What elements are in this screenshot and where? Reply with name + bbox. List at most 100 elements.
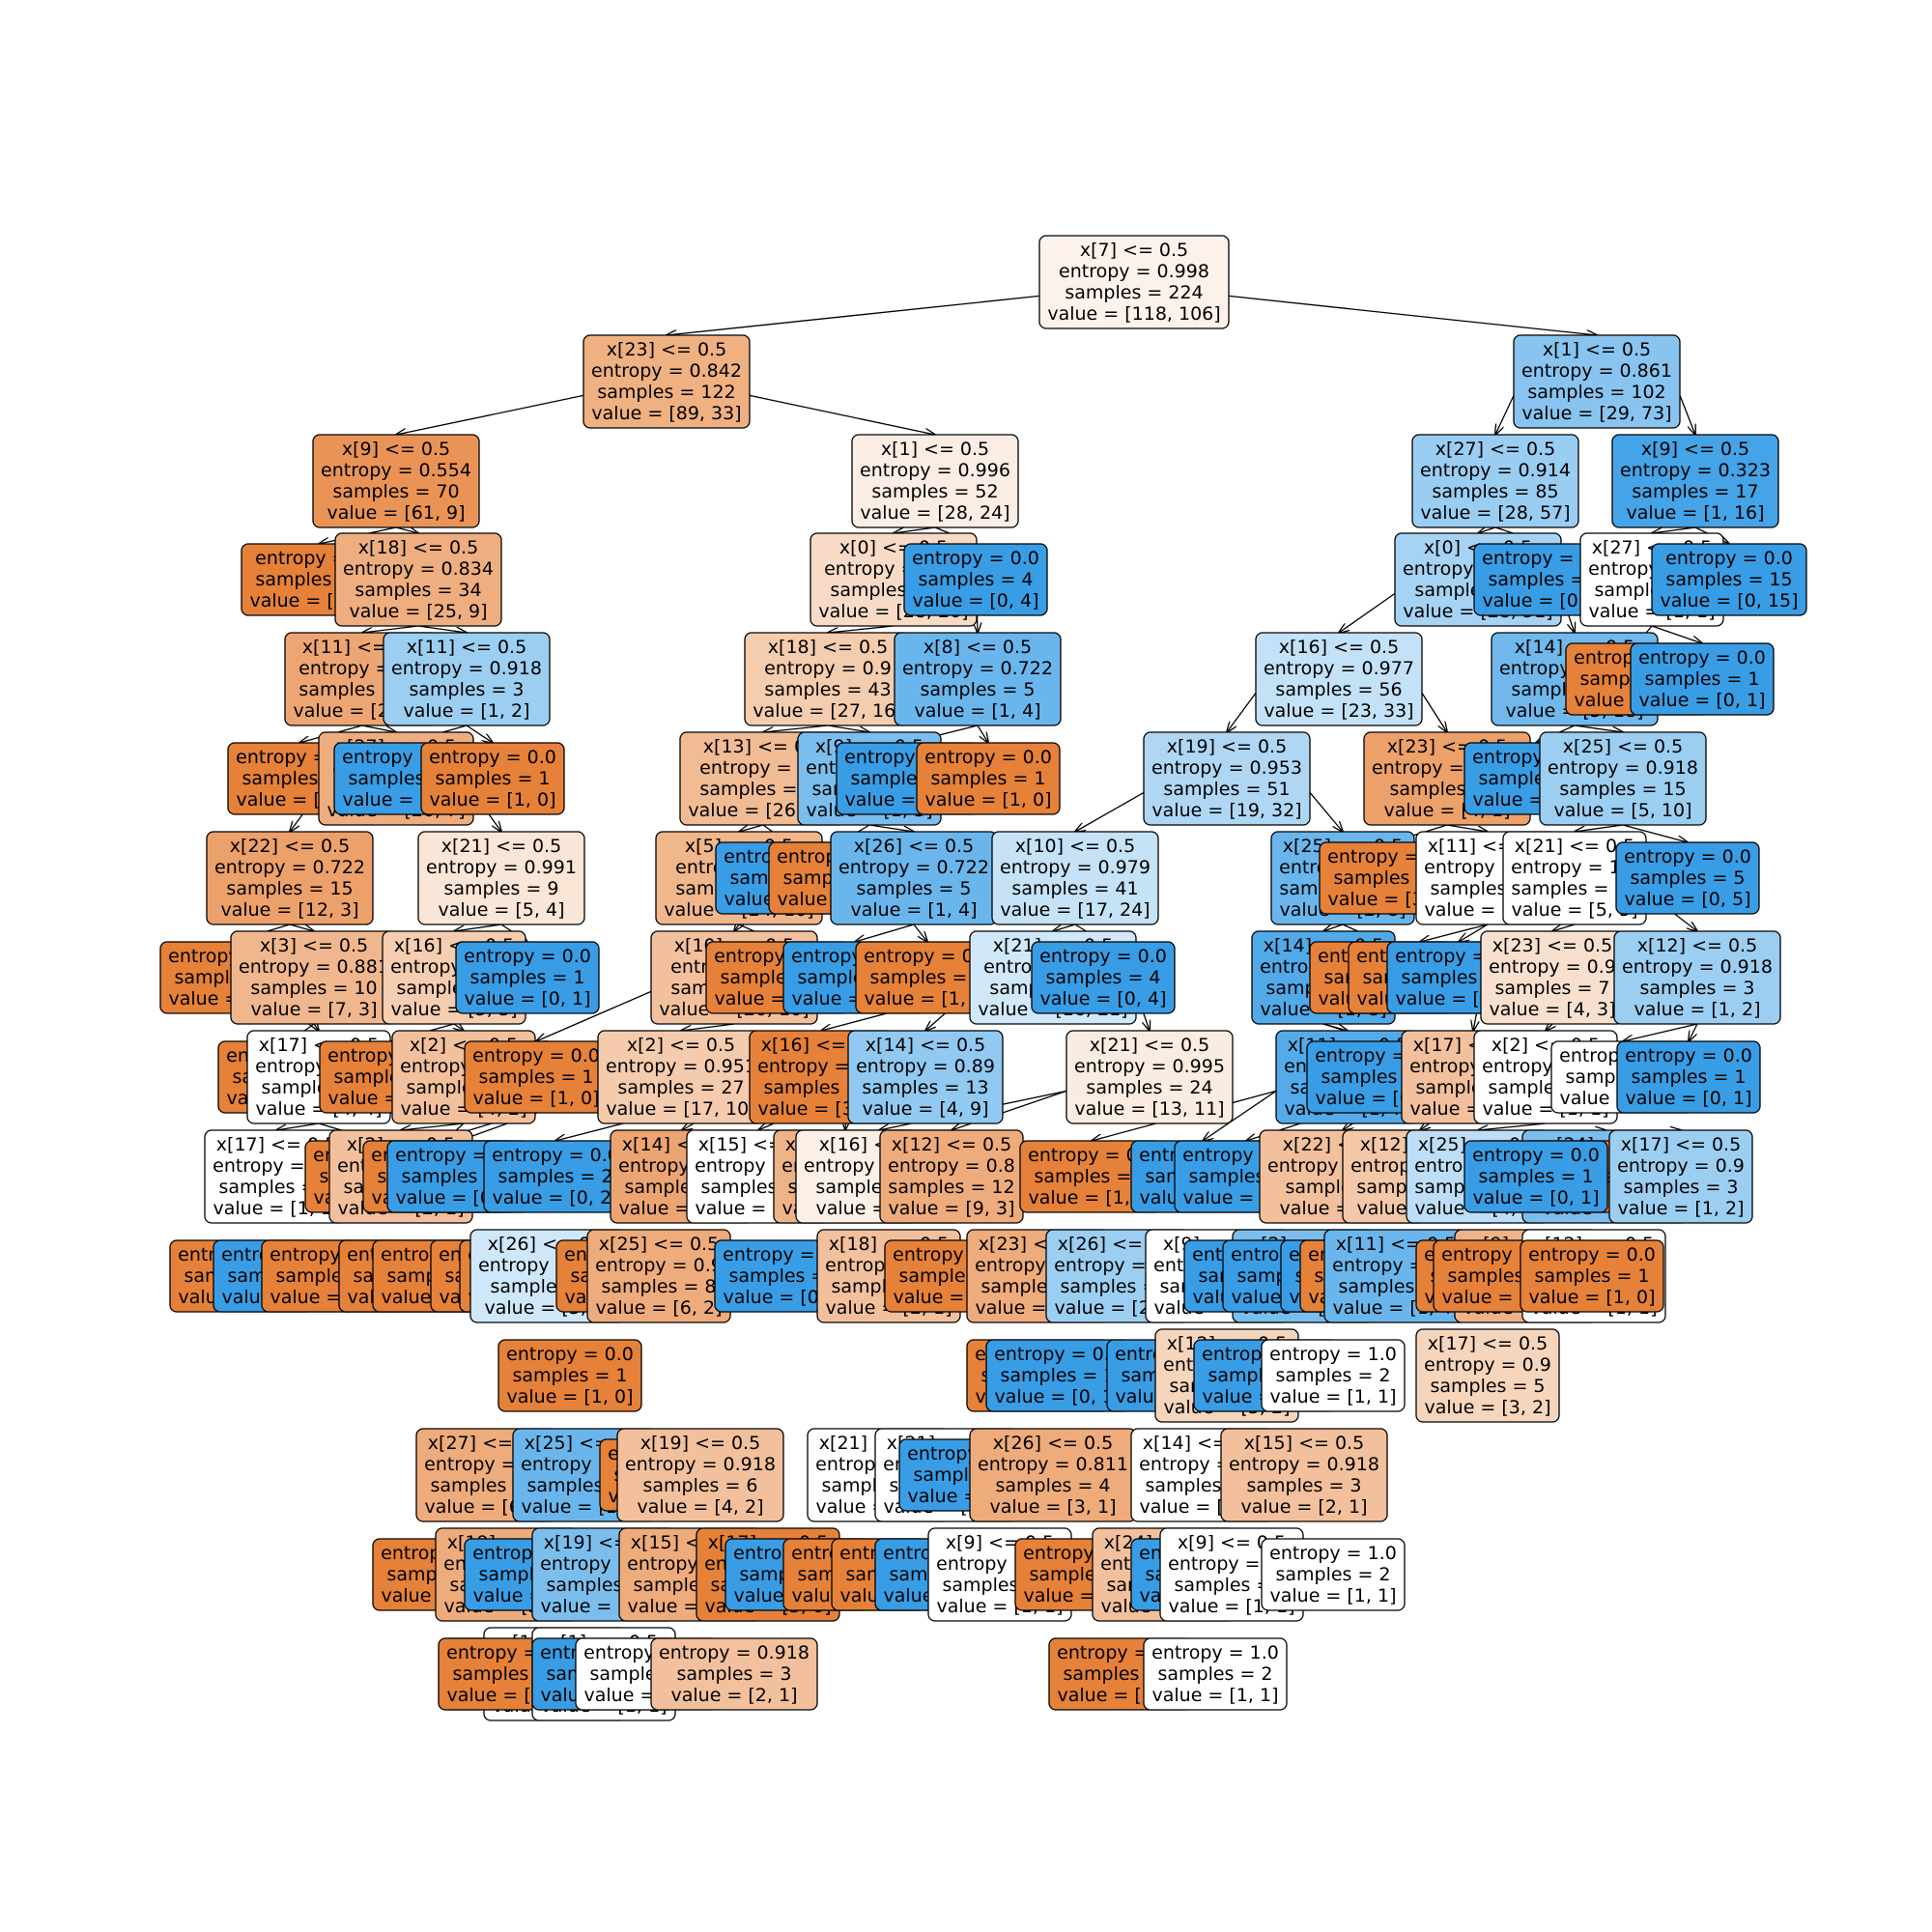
tree-node-line: samples = 2 [1275,1564,1390,1585]
tree-node-line: value = [0, 5] [1625,889,1751,910]
tree-node-box [1613,930,1781,1025]
tree-node-box [616,1428,784,1522]
tree-node-line: value = [1, 1] [1152,1685,1279,1706]
tree-node-line: x[10] <= 0.5 [1015,836,1135,857]
tree-node-line: samples = 17 [1632,481,1758,502]
tree-node-line: x[9] <= 0.5 [342,439,450,460]
tree-node-line: value = [23, 33] [1264,700,1413,722]
tree-node-line: entropy = 0.914 [1420,460,1571,481]
tree-node-line: samples = 15 [1559,779,1686,800]
tree-edge-arrow [1053,923,1076,931]
tree-edge-arrow [1203,1090,1277,1141]
tree-node-line: samples = 7 [1494,978,1609,999]
tree-node-line: samples = 70 [332,481,459,502]
tree-node-line: x[9] <= 0.5 [1178,1532,1286,1553]
tree-edge-arrow [1575,824,1624,832]
tree-node-line: entropy = 0.0 [1482,548,1609,569]
tree-node-line: entropy = 0.918 [659,1642,810,1663]
tree-node-line: samples = 10 [1511,878,1637,899]
tree-node-line: samples = 2 [1275,1365,1390,1386]
tree-node-line: x[21] <= 0.5 [441,836,561,857]
tree-edge-arrow [1309,791,1343,832]
tree-node-line: entropy = 0.861 [1521,360,1672,382]
tree-node-line: value = [5, 4] [439,899,565,921]
tree-node-line: value = [1, 0] [1029,1187,1155,1208]
tree-node-line: entropy = 0.918 [625,1454,776,1475]
tree-node-line: entropy = 0.9 [699,757,827,779]
tree-node-line: value = [0, 1] [1473,1187,1600,1208]
tree-node-line: x[1] <= 0.5 [1543,339,1651,360]
tree-node-line: entropy = 0.89 [856,1056,995,1077]
tree-node-box [1065,1030,1234,1124]
tree-node-line: entropy = 0.722 [214,857,365,878]
tree-node-line: samples = 4 [995,1475,1110,1496]
tree-node-box [1143,731,1311,826]
tree-node-line: value = [1, 0] [430,789,556,810]
tree-node-box [312,434,480,528]
tree-node-line: entropy = 0.996 [860,460,1010,481]
tree-edge-arrow [1689,1023,1698,1041]
tree-node-line: value = [118, 106] [1047,303,1220,325]
tree-node-line: entropy = 0.0 [924,747,1052,768]
tree-node-line: entropy = 0.0 [1665,548,1793,569]
tree-node-line: value = [1, 2] [404,700,530,722]
tree-node-line: samples = 9 [443,878,558,899]
tree-node-line: value = [1, 0] [473,1088,600,1109]
tree-node-line: entropy = 0.918 [391,658,542,679]
tree-node-line: value = [0, 1] [465,988,591,1009]
tree-edge-arrow [1574,724,1623,732]
tree-node-line: value = [29, 73] [1521,403,1671,424]
tree-node-line: value = [19, 32] [1151,800,1301,821]
tree-node-line: x[17] <= 0.5 [1621,1134,1741,1155]
tree-node-line: entropy = 0.0 [1625,1045,1752,1066]
tree-edge-arrow [1459,923,1489,942]
tree-node-line: value = [1, 4] [915,700,1041,722]
tree-edge-arrow [1227,693,1257,732]
tree-edge-arrow [1623,1023,1698,1041]
tree-node-box [894,632,1062,726]
tree-node-line: samples = 27 [617,1077,744,1098]
tree-node-line: samples = 6 [642,1475,757,1496]
tree-node-line: value = [9, 3] [889,1198,1015,1219]
tree-node-line: samples = 56 [1275,679,1402,700]
tree-node-line: x[3] <= 0.5 [260,935,368,956]
tree-node-box [991,831,1159,925]
tree-node-line: entropy = 1.0 [1269,1344,1397,1365]
tree-edge-arrow [454,923,502,931]
tree-node-line: entropy = 0.8 [888,1155,1015,1177]
tree-node-line: entropy = 0.953 [1151,757,1302,779]
tree-node-line: samples = 1 [1631,1066,1746,1088]
tree-node-line: x[9] <= 0.5 [1641,439,1749,460]
tree-edge-arrow [749,394,935,435]
tree-edge-arrow [1552,923,1576,931]
tree-node-line: value = [4, 9] [863,1098,989,1120]
tree-node-line: value = [13, 11] [1074,1098,1224,1120]
tree-edge-arrow [314,1024,319,1031]
tree-node-line: value = [25, 9] [349,601,487,622]
tree-node-line: entropy = 0.0 [1638,647,1766,668]
tree-edge-arrow [1421,693,1447,732]
tree-node-line: entropy = 0.0 [492,1145,619,1166]
tree-node-line: x[25] <= 0.5 [1563,736,1683,757]
tree-node-box [420,742,565,815]
tree-node-box [1513,334,1681,429]
tree-node-box [1615,841,1760,915]
tree-node-line: entropy = 0.951 [606,1056,756,1077]
tree-node-line: x[23] <= 0.5 [1492,935,1612,956]
